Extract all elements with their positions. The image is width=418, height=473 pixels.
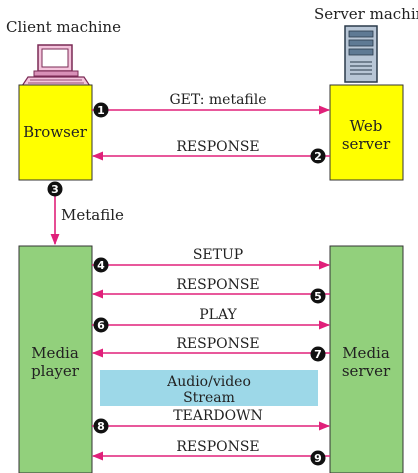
message-label-8: TEARDOWN: [173, 408, 263, 424]
message-label-9: RESPONSE: [176, 439, 259, 455]
message-label-6: PLAY: [199, 307, 237, 323]
step-badge-9: [310, 450, 326, 466]
metafile-label: Metafile: [61, 206, 124, 224]
message-label-1: GET: metafile: [169, 92, 266, 108]
step-badge-5-number: 5: [314, 290, 322, 303]
browser-box: [18, 84, 93, 181]
step-badge-6-number: 6: [97, 319, 105, 332]
browser-label: Browser: [23, 123, 88, 141]
step-badge-9-number: 9: [314, 452, 322, 465]
message-label-4: SETUP: [193, 247, 243, 263]
step-badge-5: [310, 288, 326, 304]
web-server-label-line1: Web: [350, 117, 383, 135]
step-badge-8: [93, 418, 109, 434]
step-badge-1: [93, 102, 109, 118]
server-tower-icon: [344, 25, 378, 83]
media-player-box: [18, 245, 93, 473]
media-player-label-line2: player: [31, 362, 80, 380]
audio-video-stream-box: [100, 370, 318, 406]
server-machine-label: Server machine: [314, 5, 418, 23]
web-server-label-line2: server: [342, 135, 391, 153]
step-badge-3-number: 3: [51, 183, 59, 196]
step-badge-3: [47, 181, 63, 197]
step-badge-4-number: 4: [97, 259, 105, 272]
media-server-label-line1: Media: [342, 344, 390, 362]
message-label-2: RESPONSE: [176, 139, 259, 155]
step-badge-2-number: 2: [314, 150, 322, 163]
media-player-label-line1: Media: [31, 344, 79, 362]
media-server-box: [329, 245, 404, 473]
message-label-5: RESPONSE: [176, 277, 259, 293]
media-server-label-line2: server: [342, 362, 391, 380]
step-badge-1-number: 1: [97, 104, 105, 117]
step-badge-4: [93, 257, 109, 273]
message-label-7: RESPONSE: [176, 336, 259, 352]
step-badge-2: [310, 148, 326, 164]
step-badge-8-number: 8: [97, 420, 105, 433]
stream-label-line1: Audio/video: [166, 374, 251, 390]
client-machine-label: Client machine: [6, 18, 121, 36]
step-badge-6: [93, 317, 109, 333]
step-badge-7-number: 7: [314, 348, 322, 361]
desktop-computer-icon: [20, 44, 92, 87]
step-badge-7: [310, 346, 326, 362]
web-server-box: [329, 84, 404, 181]
stream-label-line2: Stream: [183, 390, 235, 406]
